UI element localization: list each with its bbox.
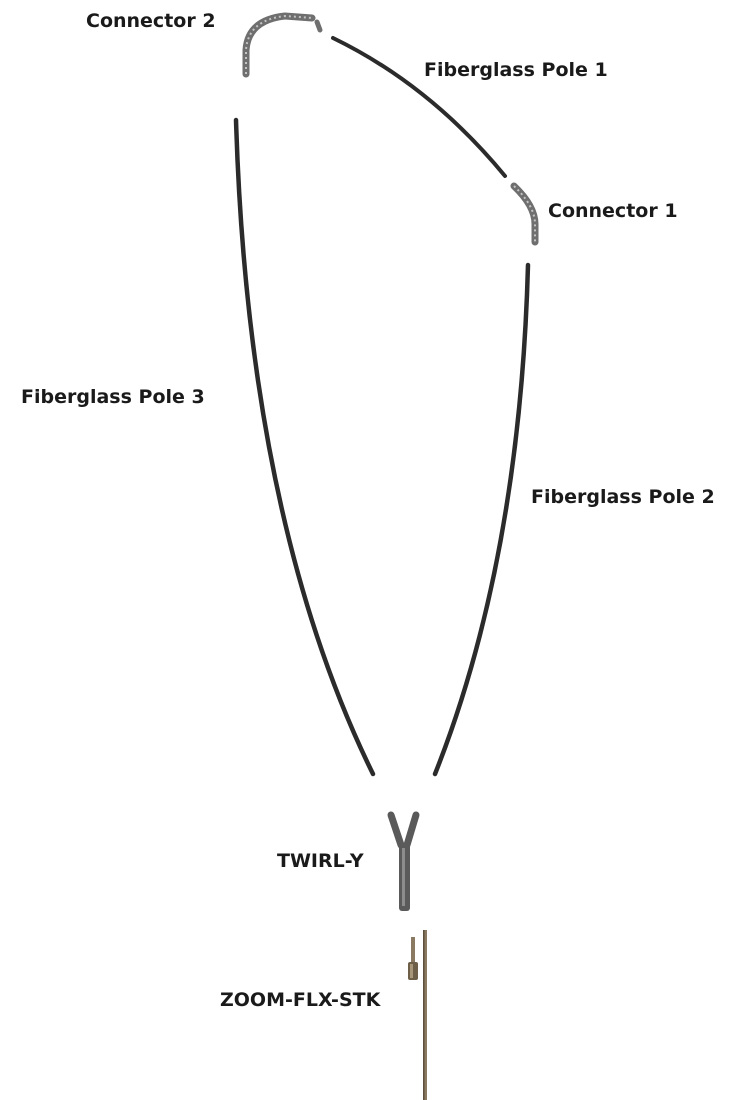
fiberglass-pole-3-label: Fiberglass Pole 3 (21, 386, 205, 408)
fiberglass-pole-2-label: Fiberglass Pole 2 (531, 486, 715, 508)
zoom-flx-stk-part (408, 930, 427, 1100)
fiberglass-pole-3-part (233, 117, 376, 777)
twirl-y-label: TWIRL-Y (277, 850, 364, 872)
zoom-flx-stk-label: ZOOM-FLX-STK (220, 989, 381, 1011)
connector-1-part (510, 182, 539, 246)
fiberglass-pole-2-part (432, 262, 531, 777)
connector-1-label: Connector 1 (548, 200, 678, 222)
connector-2-part (242, 12, 323, 78)
fiberglass-pole-1-part (331, 36, 507, 178)
fiberglass-pole-1-label: Fiberglass Pole 1 (424, 59, 608, 81)
twirl-y-part (387, 811, 420, 911)
connector-2-label: Connector 2 (86, 10, 216, 32)
